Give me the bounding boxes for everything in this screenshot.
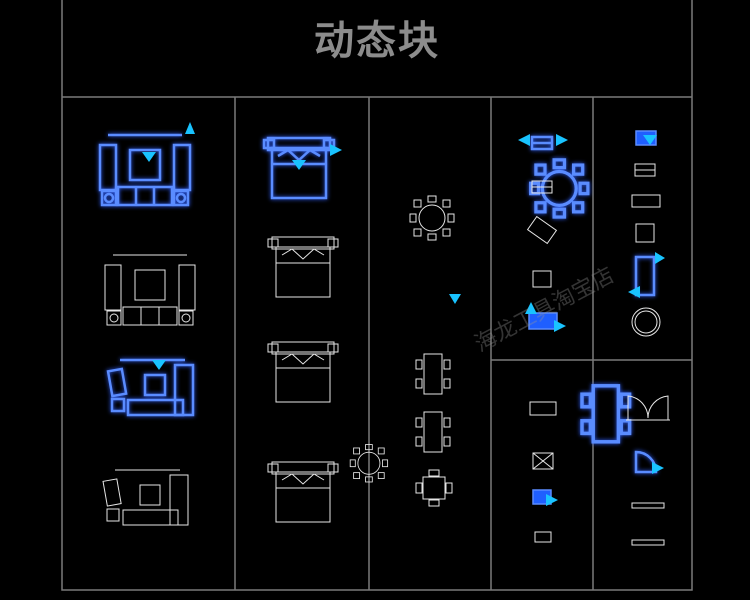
door-selected[interactable] [634,255,656,297]
block[interactable] [635,223,655,243]
grip-flip-icon[interactable] [643,135,657,145]
round-block[interactable] [631,307,661,337]
square-table[interactable] [415,469,453,507]
long-table-selected[interactable] [580,384,632,444]
grip-flip-icon[interactable] [292,160,306,170]
block[interactable] [532,452,554,470]
window[interactable] [631,502,665,509]
grip-arrow-icon[interactable] [652,462,664,474]
grip-arrow-icon[interactable] [628,286,640,298]
sofa-set-l-selected[interactable] [106,358,195,417]
block-selected[interactable] [528,312,558,330]
bed[interactable] [267,461,339,523]
sofa-set-l[interactable] [102,469,189,526]
grip-arrow-icon[interactable] [546,494,558,506]
round-table-selected[interactable] [529,158,590,219]
block[interactable] [532,270,552,288]
bed[interactable] [267,236,339,298]
window[interactable] [631,539,665,546]
grip-flip-icon[interactable] [142,152,156,162]
bed[interactable] [267,341,339,403]
grip-arrow-icon[interactable] [518,134,530,146]
sofa-set-selected[interactable] [98,133,192,207]
grip-arrow-icon[interactable] [525,302,537,314]
block-selected[interactable] [530,135,554,151]
double-door[interactable] [626,395,670,421]
long-table[interactable] [415,411,451,453]
block[interactable] [534,531,552,543]
block[interactable] [631,194,661,208]
block-rotated[interactable] [526,215,558,245]
long-table[interactable] [415,353,451,395]
grip-arrow-icon[interactable] [185,122,195,134]
grip-flip-icon[interactable] [152,360,166,370]
block[interactable] [634,163,656,177]
grid-lines [61,0,693,591]
grip-arrow-icon[interactable] [330,144,342,156]
sofa-set[interactable] [104,254,196,326]
grip-arrow-icon[interactable] [554,320,566,332]
grip-arrow-icon[interactable] [655,252,665,264]
round-table[interactable] [409,195,455,241]
block[interactable] [529,401,557,416]
grip-flip-icon[interactable] [449,294,461,304]
grip-arrow-icon[interactable] [556,134,568,146]
page-title: 动态块 [314,18,440,64]
